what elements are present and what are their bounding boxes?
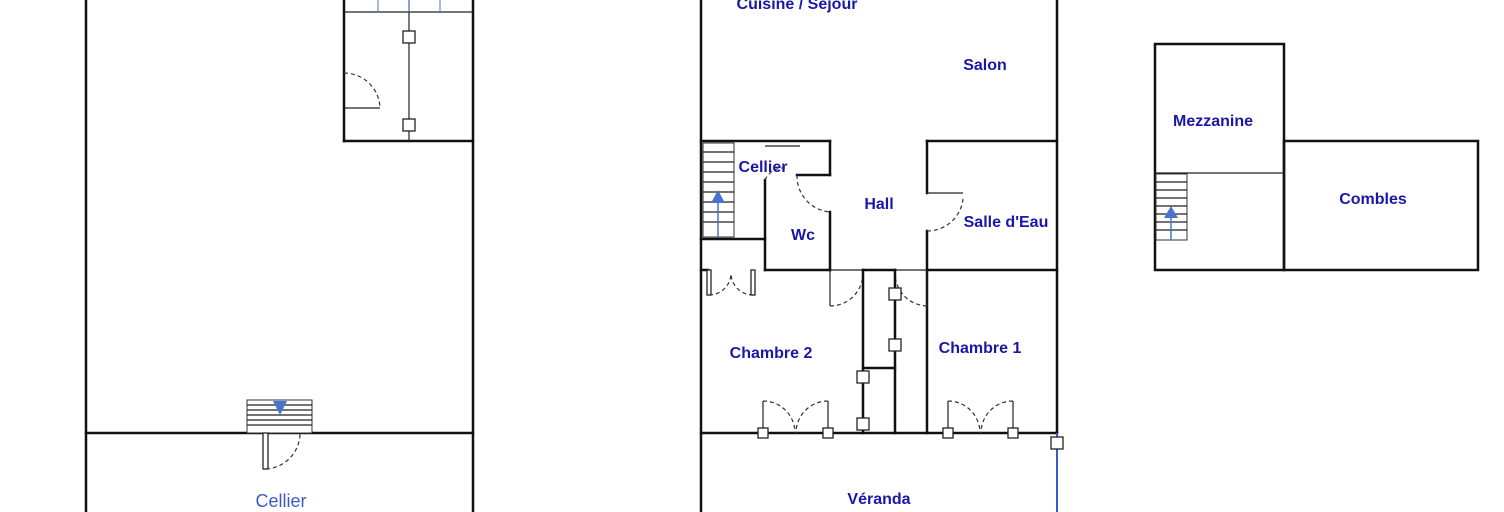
post-marker [1050,436,1064,450]
room-label-chambre-2: Chambre 2 [730,345,813,362]
door-swing-icon [764,167,786,181]
ground-floor-plan: Cuisine / Séjour Salon Cellier Hall Wc S… [699,0,1064,512]
room-label-cellier-basement: Cellier [255,491,306,511]
post-marker [856,370,870,384]
room-label-salle-eau: Salle d'Eau [964,214,1049,231]
door-swing-icon [926,192,964,232]
room-label-cellier: Cellier [739,159,788,176]
door-swing-icon [829,270,864,307]
room-label-chambre-1: Chambre 1 [939,340,1022,357]
room-label-hall: Hall [864,196,893,213]
window-icon [377,0,441,12]
door-swing-icon [343,72,381,109]
room-label-combles: Combles [1339,191,1407,208]
post-marker [402,118,416,132]
stairs-icon [702,142,735,238]
post-marker [402,30,416,44]
room-label-wc: Wc [791,227,815,244]
room-label-mezzanine: Mezzanine [1173,113,1253,130]
door-swing-icon [942,400,1019,439]
post-marker [856,417,870,431]
post-marker [888,338,902,352]
door-swing-icon [706,269,756,296]
room-label-veranda: Véranda [847,491,910,508]
stairs-icon [1155,173,1188,241]
door-swing-icon [757,400,834,439]
stairs-icon [246,399,313,434]
room-label-salon: Salon [963,57,1007,74]
basement-plan: Cellier [84,0,475,512]
post-marker [888,287,902,301]
door-swing-icon [262,432,301,470]
door-swing-icon [796,174,831,213]
room-label-cuisine-sejour: Cuisine / Séjour [737,0,858,13]
upper-floor-plan: Mezzanine Combles [1153,42,1480,272]
